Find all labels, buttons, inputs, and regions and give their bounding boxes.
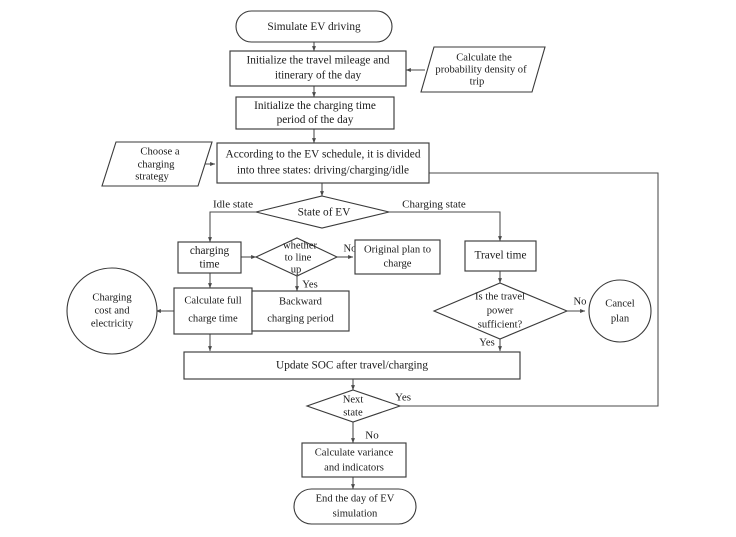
node-end[interactable]: End the day of EV simulation (293, 488, 417, 525)
backward-period-label-line2: charging period (267, 313, 334, 324)
travel-power-label-line2: power (487, 305, 514, 316)
node-whether-line-up[interactable]: whether to line up (254, 237, 339, 277)
whether-line-up-label-line1: whether (283, 240, 318, 251)
node-state-of-ev[interactable]: State of EV (255, 195, 390, 229)
travel-power-label-line3: sufficient? (478, 319, 523, 330)
state-of-ev-label: State of EV (298, 207, 352, 219)
charging-cost-label-line1: Charging (92, 292, 132, 303)
edge-next-state-yes-feedback (330, 171, 659, 407)
backward-period-label-line1: Backward (279, 296, 323, 307)
charging-time-label-line2: time (199, 259, 219, 271)
edge-label-power-no: No (574, 296, 587, 307)
node-charging-cost[interactable]: Charging cost and electricity (66, 267, 158, 355)
charging-time-shape (177, 241, 242, 274)
whether-line-up-shape (254, 237, 339, 277)
start-shape (235, 10, 393, 43)
choose-strategy-label-line3: strategy (135, 171, 169, 182)
node-original-plan[interactable]: Original plan to charge (354, 239, 441, 275)
init-mileage-label-line2: itinerary of the day (275, 70, 362, 82)
edge-label-next-state-yes: Yes (395, 392, 411, 404)
edges-layer (155, 42, 659, 490)
original-plan-label-line1: Original plan to (364, 244, 431, 255)
update-soc-shape (183, 351, 521, 380)
edge-label-idle-state: Idle state (213, 199, 253, 211)
node-travel-time[interactable]: Travel time (464, 240, 537, 272)
state-of-ev-shape (255, 195, 390, 229)
edge-state-idle-to-charging-time (208, 211, 256, 243)
charging-cost-label-line2: cost and (94, 305, 130, 316)
cancel-plan-label-line2: plan (611, 313, 630, 324)
whether-line-up-label-line3: up (291, 264, 302, 275)
node-calc-full-charge[interactable]: Calculate full charge time (173, 287, 253, 335)
edge-state-charging-to-travel-time (389, 211, 502, 242)
init-charging-period-label-line2: period of the day (277, 114, 354, 126)
backward-period-shape (251, 290, 350, 332)
probability-density-label-line1: Calculate the (456, 52, 512, 63)
original-plan-shape (354, 239, 441, 275)
node-update-soc[interactable]: Update SOC after travel/charging (183, 351, 521, 380)
choose-strategy-label-line2: charging (138, 159, 176, 170)
charging-time-label-line1: charging (190, 245, 230, 257)
init-charging-period-shape (235, 96, 395, 130)
charging-cost-shape (66, 267, 158, 355)
original-plan-label-line2: charge (383, 258, 411, 269)
node-calc-variance[interactable]: Calculate variance and indicators (301, 442, 407, 478)
init-charging-period-label-line1: Initialize the charging time (254, 100, 376, 112)
node-charging-time[interactable]: charging time (177, 241, 242, 274)
node-travel-power[interactable]: Is the travel power sufficient? (432, 282, 569, 340)
node-cancel-plan[interactable]: Cancel plan (588, 279, 652, 343)
calc-variance-label-line1: Calculate variance (315, 447, 394, 458)
choose-strategy-label-line1: Choose a (140, 146, 179, 157)
calc-full-charge-label-line1: Calculate full (184, 295, 241, 306)
edge-labels-layer: Idle state Charging state No Yes No Yes … (213, 199, 586, 442)
init-mileage-label-line1: Initialize the travel mileage and (246, 55, 389, 67)
node-init-mileage[interactable]: Initialize the travel mileage and itiner… (229, 50, 407, 87)
calc-variance-label-line2: and indicators (324, 462, 384, 473)
edge-label-line-up-yes: Yes (302, 279, 317, 290)
init-mileage-shape (229, 50, 407, 87)
edge-label-next-state-no: No (365, 430, 379, 442)
divide-states-label-line2: into three states: driving/charging/idle (237, 165, 409, 177)
node-choose-strategy[interactable]: Choose a charging strategy (101, 141, 213, 187)
travel-time-shape (464, 240, 537, 272)
node-next-state[interactable]: Next state (305, 389, 402, 423)
end-shape (293, 488, 417, 525)
calc-full-charge-shape (173, 287, 253, 335)
cancel-plan-label-line1: Cancel (605, 298, 634, 309)
travel-time-label: Travel time (475, 250, 527, 262)
node-start[interactable]: Simulate EV driving (235, 10, 393, 43)
update-soc-label: Update SOC after travel/charging (276, 360, 428, 372)
charging-cost-label-line3: electricity (91, 318, 134, 329)
divide-states-label-line1: According to the EV schedule, it is divi… (226, 149, 421, 161)
cancel-plan-shape (588, 279, 652, 343)
choose-strategy-shape (101, 141, 213, 187)
next-state-label-line1: Next (343, 394, 364, 405)
start-label: Simulate EV driving (267, 21, 361, 33)
calc-variance-shape (301, 442, 407, 478)
node-backward-period[interactable]: Backward charging period (251, 290, 350, 332)
end-label-line2: simulation (333, 508, 378, 519)
edge-label-power-yes: Yes (479, 337, 494, 348)
travel-power-shape (432, 282, 569, 340)
node-probability-density[interactable]: Calculate the probability density of tri… (420, 46, 546, 93)
edge-label-charging-state: Charging state (402, 199, 466, 211)
next-state-shape (305, 389, 402, 423)
node-divide-states[interactable]: According to the EV schedule, it is divi… (216, 142, 430, 184)
probability-density-label-line3: trip (470, 76, 485, 87)
probability-density-shape (420, 46, 546, 93)
divide-states-shape (216, 142, 430, 184)
calc-full-charge-label-line2: charge time (188, 313, 238, 324)
end-label-line1: End the day of EV (316, 493, 395, 504)
travel-power-label-line1: Is the travel (475, 291, 525, 302)
node-init-charging-period[interactable]: Initialize the charging time period of t… (235, 96, 395, 130)
whether-line-up-label-line2: to line (285, 252, 312, 263)
probability-density-label-line2: probability density of (435, 64, 527, 75)
edge-label-line-up-no: No (344, 243, 357, 254)
next-state-label-line2: state (343, 407, 363, 418)
